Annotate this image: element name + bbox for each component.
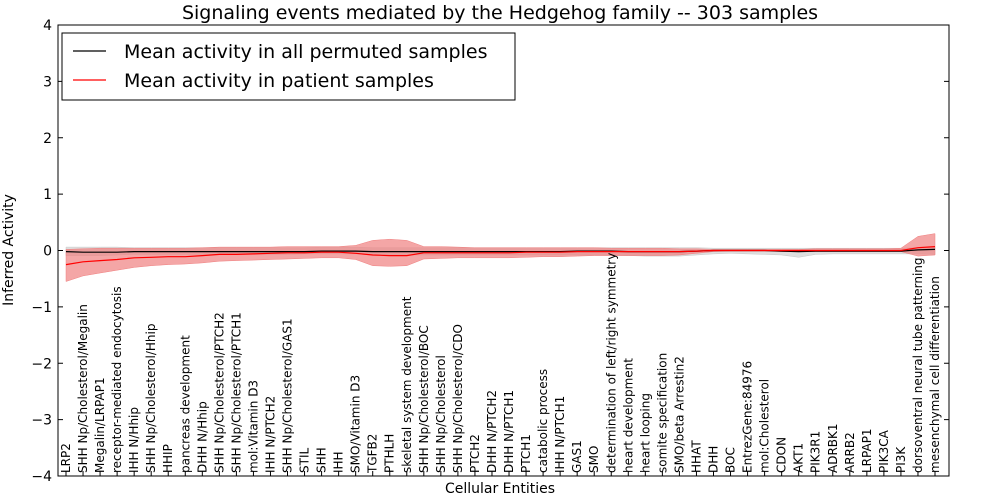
x-tick-label: HHIP [161,444,175,473]
error-band-1 [65,233,936,282]
x-tick-label: SHH Np/Cholesterol/CDO [451,324,465,473]
x-tick-label: SHH Np/Cholesterol/PTCH2 [212,312,226,473]
y-tick-label: 3 [43,74,52,90]
series-line-0 [65,248,936,253]
error-bands [65,233,936,282]
x-tick-label: PIK3R1 [809,431,823,473]
x-tick-label: dorsoventral neural tube patterning [911,257,925,473]
x-tick-label: DHH N/PTCH1 [502,390,516,473]
series-lines [65,246,936,266]
x-tick-label: DHH N/Hhip [195,401,209,473]
legend: Mean activity in all permuted samples Me… [61,32,516,101]
x-tick-label: mol:Cholesterol [758,379,772,473]
x-tick-label: SMO/Vitamin D3 [349,375,363,473]
y-tick-label: 1 [43,187,52,203]
y-tick-label: −2 [31,356,52,372]
x-tick-label: determination of left/right symmetry [604,253,618,473]
x-tick-label: somite specification [655,353,669,473]
y-tick-label: 4 [43,18,52,34]
x-tick-label: pancreas development [178,335,192,473]
x-tick-label: IHH N/PTCH2 [264,396,278,473]
x-tick-label: HHAT [690,440,704,473]
y-axis-label: Inferred Activity [1,194,17,306]
x-tick-label: heart looping [638,393,652,473]
x-tick-label: IHH N/Hhip [127,407,141,473]
x-tick-label: LRPAP1 [860,428,874,473]
y-axis: −4 −3 −2 −1 0 1 2 3 4 [31,18,949,485]
x-tick-label: Megalin/LRPAP1 [93,377,107,473]
x-tick-label: catabolic process [536,369,550,473]
x-tick-label: mol:Vitamin D3 [246,380,260,473]
x-tick-label: mesenchymal cell differentiation [928,276,942,473]
x-tick-label: SHH Np/Cholesterol [434,355,448,473]
x-tick-label: IHH N/PTCH1 [553,396,567,473]
x-tick-label: EntrezGene:84976 [741,361,755,473]
x-tick-label: PI3K [894,446,908,473]
x-tick-label: TGFB2 [366,434,380,474]
x-tick-label: SHH Np/Cholesterol/Megalin [76,304,90,473]
x-tick-label: SHH Np/Cholesterol/Hhip [144,324,158,473]
x-tick-label: PTCH1 [519,434,533,473]
x-tick-label: skeletal system development [400,296,414,473]
y-tick-label: 0 [43,244,52,260]
y-tick-label: −1 [31,300,52,316]
x-tick-label: SMO [587,446,601,473]
x-tick-label: STIL [298,448,312,473]
x-tick-label: SHH Np/Cholesterol/PTCH1 [229,312,243,473]
x-tick-label: SHH Np/Cholesterol/BOC [417,325,431,473]
x-tick-label: DHH N/PTCH2 [485,390,499,473]
legend-label-permuted: Mean activity in all permuted samples [124,41,487,63]
x-tick-label: SHH Np/Cholesterol/GAS1 [281,318,295,473]
x-tick-label: AKT1 [792,443,806,473]
x-tick-label: heart development [621,358,635,473]
x-tick-label: DHH [707,446,721,473]
x-tick-label: PIK3CA [877,429,891,473]
x-tick-label: LRP2 [59,443,73,473]
y-tick-label: −3 [31,413,52,429]
x-tick-label: PTHLH [383,434,397,473]
x-tick-label: ADRBK1 [826,423,840,473]
x-tick-label: ARRB2 [843,432,857,473]
x-tick-label: GAS1 [570,440,584,473]
x-tick-label: IHH [332,451,346,473]
x-axis-label: Cellular Entities [445,481,555,497]
x-tick-label: PTCH2 [468,434,482,473]
legend-box [61,32,516,101]
x-tick-label: receptor-mediated endocytosis [110,286,124,473]
y-tick-label: −4 [31,469,52,485]
x-tick-label: CDON [775,437,789,473]
x-tick-label: BOC [724,447,738,473]
chart-title: Signaling events mediated by the Hedgeho… [182,2,818,24]
legend-label-patient: Mean activity in patient samples [124,70,434,92]
series-line-1 [65,246,936,266]
x-tick-label: SHH [315,447,329,473]
y-tick-label: 2 [43,131,52,147]
x-tick-label: SMO/beta Arrestin2 [672,356,686,473]
